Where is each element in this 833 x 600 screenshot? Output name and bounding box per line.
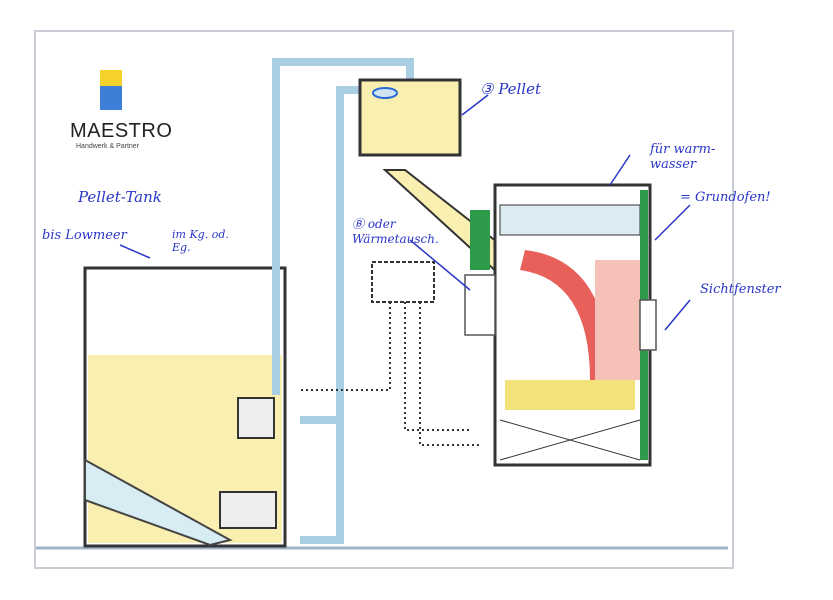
label-sichtfenster: Sichtfenster — [700, 282, 781, 297]
label-grundofen: = Grundofen! — [680, 190, 771, 205]
pellet-tank — [83, 266, 287, 548]
label-pellet: ③ Pellet — [480, 80, 542, 98]
logo-tagline: Handwerk & Partner — [76, 143, 140, 150]
label-boden-note: Ⓑ oder Wärmetausch. — [352, 217, 439, 246]
maestro-logo-icon — [100, 70, 122, 110]
stove — [464, 183, 657, 467]
logo-name: MAESTRO — [70, 120, 173, 142]
label-warm-water: für warm-wasser — [650, 142, 716, 172]
label-tank-left-note: bis Lowmeer — [42, 228, 127, 243]
control-box — [371, 261, 435, 303]
label-pellet-tank: Pellet-Tank — [78, 188, 162, 206]
control-wires — [300, 302, 480, 446]
annotation-arrows — [119, 94, 691, 331]
label-tank-location: im Kg. od. Eg. — [172, 228, 229, 254]
